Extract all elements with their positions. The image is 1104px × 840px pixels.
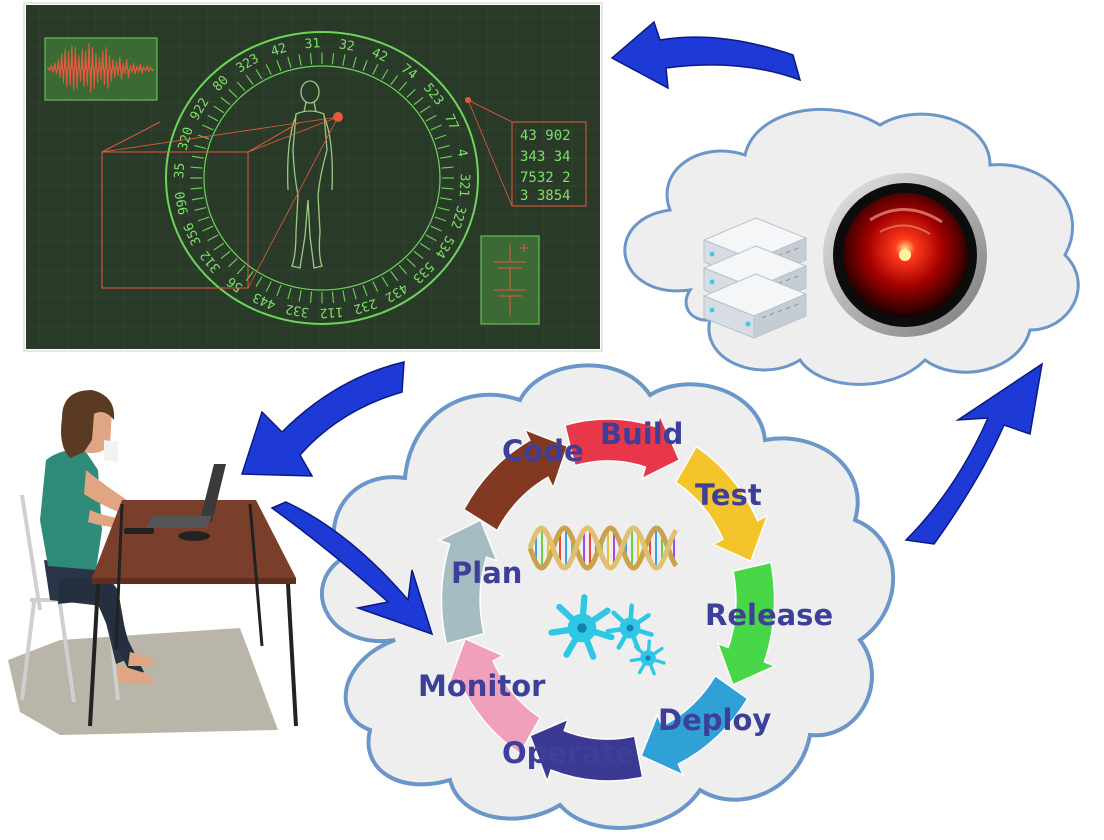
human-figure-icon <box>287 80 333 269</box>
dial-number: 232 <box>352 295 379 316</box>
cycle-arrow-segment <box>640 674 749 777</box>
readout-line-4: 3 3854 <box>520 188 571 204</box>
dial-number: 77 <box>441 112 461 132</box>
stage-labels: Code Build Test Release Deploy Operate M… <box>418 417 833 770</box>
dial-number: 42 <box>369 45 389 65</box>
stage-label-plan: Plan <box>451 556 522 590</box>
readout-line-1: 43 902 <box>520 128 571 144</box>
dial-number: 320 <box>176 125 197 152</box>
arrow-to-cloud-icon <box>270 501 434 636</box>
stage-label-monitor: Monitor <box>418 669 546 703</box>
stage-label-build: Build <box>600 417 683 451</box>
readout-line-2: 343 34 <box>520 149 571 165</box>
cycle-arrow-segment <box>462 428 569 532</box>
bug-cells-icon <box>548 594 666 676</box>
dial-number: 321 <box>456 173 472 197</box>
target-dot <box>333 112 343 122</box>
cycle-arrow-segment <box>437 518 499 645</box>
dial-number: 332 <box>284 301 310 320</box>
stage-label-code: Code <box>502 434 584 468</box>
readout-line-3: 7532 2 <box>520 170 571 186</box>
devops-cycle <box>437 413 777 784</box>
wireframe-box <box>101 121 301 289</box>
dial-number: 322 <box>447 204 468 231</box>
stage-label-test: Test <box>695 478 762 512</box>
dial-number: 31 <box>304 36 321 52</box>
cycle-arrow-segment <box>674 445 769 563</box>
hud-grid <box>26 5 600 349</box>
flow-arrows <box>240 20 1044 636</box>
dial-number: 35 <box>172 162 188 178</box>
arrow-to-hud-icon <box>610 20 802 90</box>
cycle-arrow-segment <box>716 561 777 686</box>
devops-cloud <box>320 363 896 830</box>
target-dot-small <box>465 97 471 103</box>
cycle-arrow-segment <box>564 413 681 480</box>
dial-number: 112 <box>319 303 343 320</box>
dial-number: 990 <box>173 190 192 216</box>
dial-number: 42 <box>269 41 288 60</box>
circuit-icon <box>480 235 540 325</box>
red-eye-camera-icon <box>823 173 987 337</box>
waveform-icon <box>44 37 158 101</box>
arrow-to-person-icon <box>240 361 405 477</box>
stage-label-operate: Operate <box>502 736 634 770</box>
hud-readout: 43 902 343 34 7532 2 3 3854 <box>511 121 587 207</box>
stage-label-release: Release <box>705 598 833 632</box>
stage-label-deploy: Deploy <box>658 703 771 737</box>
dial-number: 32 <box>338 37 356 54</box>
server-rack-icon <box>702 217 808 339</box>
dial-number: 4 <box>453 148 469 159</box>
hud-screen: 5237743213225345334322321123324435631235… <box>23 2 603 352</box>
dna-helix-icon <box>527 525 679 571</box>
cycle-arrow-segment <box>529 717 644 784</box>
arrow-to-server-icon <box>904 362 1044 545</box>
person-at-laptop-icon <box>8 390 298 735</box>
cycle-arrow-segment <box>447 637 542 755</box>
